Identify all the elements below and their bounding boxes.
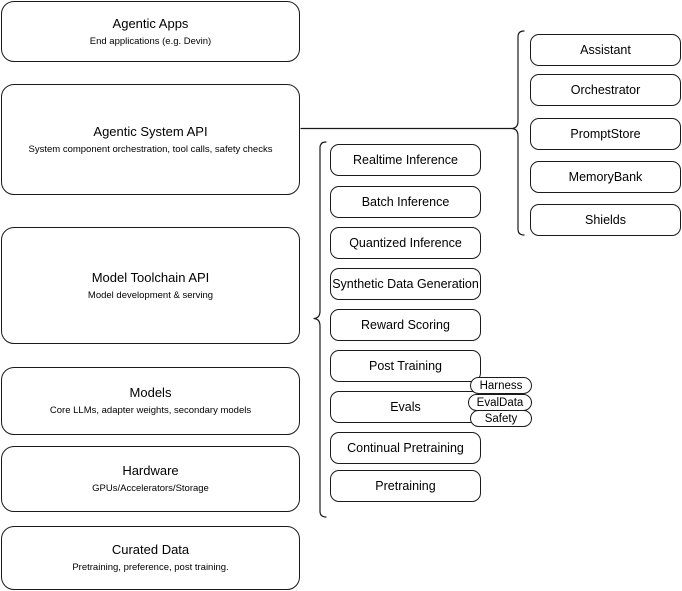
component-label: Orchestrator <box>570 82 641 97</box>
capability-evals[interactable]: Evals <box>330 391 481 423</box>
component-label: MemoryBank <box>568 169 643 184</box>
capability-quantized-inference[interactable]: Quantized Inference <box>330 227 481 259</box>
evals-tag-label: EvalData <box>476 396 524 409</box>
capability-reward-scoring[interactable]: Reward Scoring <box>330 309 481 341</box>
capability-label: Evals <box>390 399 421 414</box>
evals-tag-label: Harness <box>479 379 523 392</box>
component-promptstore[interactable]: PromptStore <box>530 118 681 150</box>
component-label: PromptStore <box>570 126 641 141</box>
capability-post-training[interactable]: Post Training <box>330 350 481 382</box>
component-memorybank[interactable]: MemoryBank <box>530 161 681 193</box>
layer-subtitle: System component orchestration, tool cal… <box>28 143 273 155</box>
brace-system-components <box>511 30 525 236</box>
brace-toolchain-capabilities <box>313 141 327 518</box>
capability-batch-inference[interactable]: Batch Inference <box>330 186 481 218</box>
component-orchestrator[interactable]: Orchestrator <box>530 74 681 106</box>
layer-subtitle: GPUs/Accelerators/Storage <box>92 483 209 494</box>
capability-continual-pretraining[interactable]: Continual Pretraining <box>330 432 481 464</box>
capability-label: Synthetic Data Generation <box>332 276 479 291</box>
evals-tag-harness[interactable]: Harness <box>470 377 532 394</box>
capability-label: Reward Scoring <box>361 317 450 332</box>
layer-agentic-apps[interactable]: Agentic Apps End applications (e.g. Devi… <box>1 1 300 62</box>
capability-label: Post Training <box>369 358 442 373</box>
evals-tag-label: Safety <box>484 412 518 425</box>
layer-title: Model Toolchain API <box>91 269 210 285</box>
capability-label: Continual Pretraining <box>347 440 464 455</box>
layer-title: Agentic System API <box>93 123 208 139</box>
component-shields[interactable]: Shields <box>530 204 681 236</box>
layer-subtitle: Model development & serving <box>87 289 214 301</box>
layer-subtitle: End applications (e.g. Devin) <box>89 35 212 47</box>
capability-label: Pretraining <box>375 478 436 493</box>
capability-label: Realtime Inference <box>353 152 458 167</box>
component-label: Assistant <box>580 42 631 57</box>
layer-model-toolchain-api[interactable]: Model Toolchain API Model development & … <box>1 227 300 344</box>
layer-agentic-system-api[interactable]: Agentic System API System component orch… <box>1 84 300 195</box>
layer-title: Models <box>129 385 172 400</box>
component-assistant[interactable]: Assistant <box>530 34 681 66</box>
layer-title: Agentic Apps <box>112 15 189 31</box>
layer-subtitle: Core LLMs, adapter weights, secondary mo… <box>49 405 252 416</box>
component-label: Shields <box>585 212 626 227</box>
capability-label: Quantized Inference <box>349 235 462 250</box>
evals-tag-evaldata[interactable]: EvalData <box>468 394 532 411</box>
capability-synthetic-data-generation[interactable]: Synthetic Data Generation <box>330 268 481 300</box>
layer-models[interactable]: Models Core LLMs, adapter weights, secon… <box>1 367 300 435</box>
evals-tag-safety[interactable]: Safety <box>470 410 532 427</box>
layer-title: Hardware <box>122 463 179 478</box>
capability-pretraining[interactable]: Pretraining <box>330 470 481 502</box>
layer-subtitle: Pretraining, preference, post training. <box>72 562 229 573</box>
capability-label: Batch Inference <box>361 194 450 209</box>
layer-title: Curated Data <box>111 542 190 557</box>
layer-curated-data[interactable]: Curated Data Pretraining, preference, po… <box>1 526 300 590</box>
capability-realtime-inference[interactable]: Realtime Inference <box>330 144 481 176</box>
layer-hardware[interactable]: Hardware GPUs/Accelerators/Storage <box>1 446 300 512</box>
